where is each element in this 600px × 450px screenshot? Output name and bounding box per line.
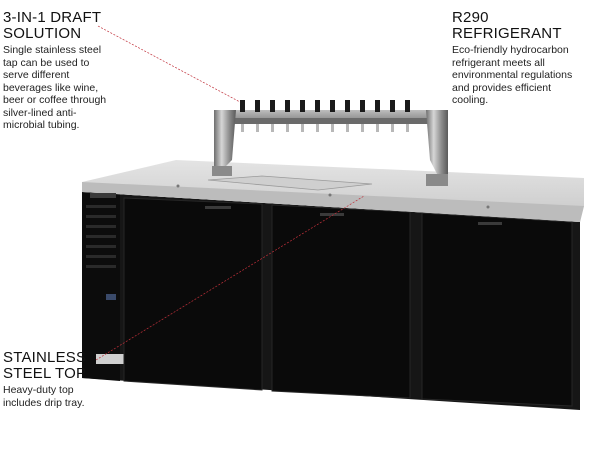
draft-tower xyxy=(212,100,448,186)
door-handle-left xyxy=(205,206,231,209)
door-left xyxy=(123,197,263,391)
callout-draft-body: Single stainless steel tap can be used t… xyxy=(3,44,107,131)
side-vent xyxy=(86,205,116,268)
callout-refrigerant-title: R290 REFRIGERANT xyxy=(452,9,562,42)
tap-handles xyxy=(240,100,410,132)
logo-badge xyxy=(90,193,116,198)
callout-refrigerant-body: Eco-friendly hydrocarbon refrigerant mee… xyxy=(452,44,573,106)
callout-refrigerant: R290 REFRIGERANT Eco-friendly hydrocarbo… xyxy=(452,10,600,107)
door-center xyxy=(271,204,411,399)
door-handle-right xyxy=(478,222,502,225)
leader-lines xyxy=(95,25,365,361)
callout-stainless-top-body: Heavy-duty top includes drip tray. xyxy=(3,384,85,409)
control-panel xyxy=(106,294,116,300)
leader-line-draft xyxy=(97,25,241,103)
door-right xyxy=(421,212,573,407)
callout-stainless-top: STAINLESS STEEL TOP Heavy-duty top inclu… xyxy=(3,350,133,409)
callout-stainless-top-title: STAINLESS STEEL TOP xyxy=(3,349,87,382)
door-handle-center xyxy=(320,213,344,216)
callout-draft-title: 3-IN-1 DRAFT SOLUTION xyxy=(3,9,102,42)
stainless-top xyxy=(82,160,584,222)
doors xyxy=(123,197,573,407)
callout-draft: 3-IN-1 DRAFT SOLUTION Single stainless s… xyxy=(3,10,133,132)
drip-tray xyxy=(207,175,373,191)
bottom-grille xyxy=(96,354,134,364)
